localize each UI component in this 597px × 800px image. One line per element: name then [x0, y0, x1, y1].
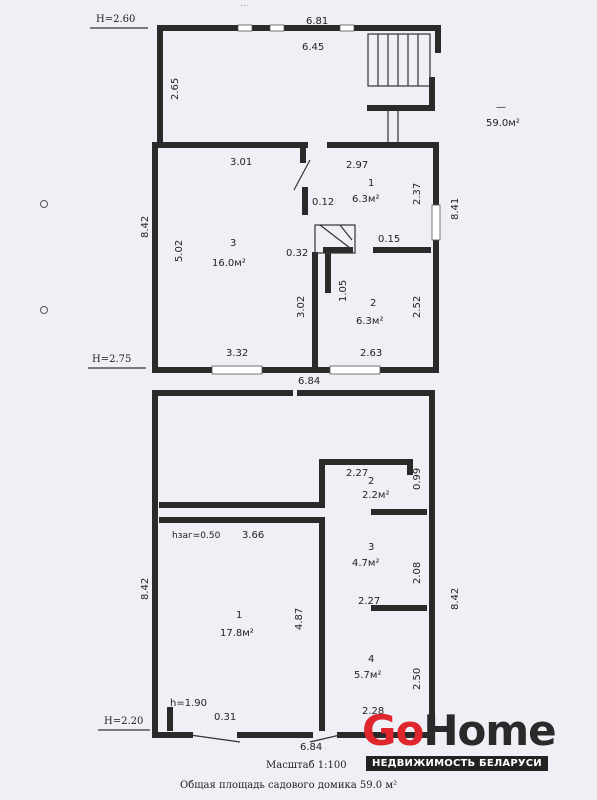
- terrace-walls: [157, 24, 441, 145]
- svg-text:6.3м²: 6.3м²: [356, 316, 383, 327]
- svg-text:2.27: 2.27: [358, 596, 380, 607]
- svg-text:16.0м²: 16.0м²: [212, 258, 246, 269]
- svg-text:8.42: 8.42: [450, 588, 461, 610]
- svg-text:2: 2: [368, 476, 374, 487]
- svg-text:2.37: 2.37: [412, 183, 423, 205]
- stair: [367, 33, 431, 87]
- svg-text:2.65: 2.65: [170, 78, 181, 100]
- svg-text:3.32: 3.32: [226, 348, 248, 359]
- svg-text:0.99: 0.99: [412, 468, 423, 490]
- svg-text:2.52: 2.52: [412, 296, 423, 318]
- svg-text:59.0м²: 59.0м²: [486, 118, 520, 129]
- svg-text:2.97: 2.97: [346, 160, 368, 171]
- svg-text:2.2м²: 2.2м²: [362, 490, 389, 501]
- svg-text:—: —: [496, 102, 506, 113]
- lower-dims: 8.42 8.42 hзаг=0.50 3.66 4.87 h=1.90 0.3…: [140, 468, 461, 753]
- svg-text:2.63: 2.63: [360, 348, 382, 359]
- lower-walls: [152, 390, 435, 743]
- svg-text:17.8м²: 17.8м²: [220, 628, 254, 639]
- height-marker-2: H=2.75: [88, 354, 146, 369]
- lower-rooms: 1 17.8м² 2 2.2м² 3 4.7м² 4 5.7м²: [220, 476, 389, 681]
- svg-text:8.41: 8.41: [450, 198, 461, 220]
- punch-hole: [40, 306, 48, 314]
- svg-text:1: 1: [236, 610, 242, 621]
- svg-text:4: 4: [368, 654, 374, 665]
- gohome-logo: GoHome НЕДВИЖИМОСТЬ БЕЛАРУСИ: [362, 708, 557, 774]
- svg-text:8.42: 8.42: [140, 216, 151, 238]
- svg-text:H=2.20: H=2.20: [104, 716, 143, 727]
- svg-text:4.87: 4.87: [294, 608, 305, 630]
- svg-text:3: 3: [368, 542, 374, 553]
- svg-text:2.08: 2.08: [412, 562, 423, 584]
- svg-text:h=1.90: h=1.90: [170, 698, 207, 709]
- scale-label: Масштаб 1:100: [266, 760, 347, 771]
- svg-text:2.27: 2.27: [346, 468, 368, 479]
- svg-text:3.01: 3.01: [230, 157, 252, 168]
- svg-text:5.7м²: 5.7м²: [354, 670, 381, 681]
- svg-text:0.32: 0.32: [286, 248, 308, 259]
- svg-text:6.84: 6.84: [298, 376, 320, 387]
- upper-dims: 6.81 6.45 2.65 8.42 8.41 3.01 5.02 3.32 …: [140, 16, 461, 387]
- svg-text:5.02: 5.02: [174, 240, 185, 262]
- inner-stair: [293, 159, 356, 254]
- summary-label: Общая площадь садового домика 59.0 м²: [180, 780, 397, 791]
- svg-text:6.84: 6.84: [300, 742, 322, 753]
- svg-text:0.31: 0.31: [214, 712, 236, 723]
- svg-text:0.12: 0.12: [312, 197, 334, 208]
- svg-text:2: 2: [370, 298, 376, 309]
- height-marker-3: H=2.20: [98, 716, 150, 731]
- svg-text:6.81: 6.81: [306, 16, 328, 27]
- logo-wordmark: GoHome: [362, 706, 557, 755]
- svg-text:1.05: 1.05: [338, 280, 349, 302]
- svg-text:6.45: 6.45: [302, 42, 324, 53]
- upper-rooms: 3 16.0м² 1 6.3м² 2 6.3м²: [212, 178, 383, 327]
- svg-text:8.42: 8.42: [140, 578, 151, 600]
- total-area-label: — 59.0м²: [486, 102, 520, 129]
- svg-text:3.02: 3.02: [296, 296, 307, 318]
- svg-text:2.50: 2.50: [412, 668, 423, 690]
- svg-text:0.15: 0.15: [378, 234, 400, 245]
- svg-text:2.28: 2.28: [362, 706, 384, 717]
- svg-text:3: 3: [230, 238, 236, 249]
- house-walls: [152, 142, 441, 375]
- punch-hole: [40, 200, 48, 208]
- svg-text:6.3м²: 6.3м²: [352, 194, 379, 205]
- svg-text:H=2.60: H=2.60: [96, 14, 135, 25]
- logo-subtitle: НЕДВИЖИМОСТЬ БЕЛАРУСИ: [366, 756, 548, 771]
- svg-text:1: 1: [368, 178, 374, 189]
- svg-text:4.7м²: 4.7м²: [352, 558, 379, 569]
- top-caption: ...: [240, 0, 249, 9]
- height-marker-1: H=2.60: [90, 14, 148, 29]
- svg-text:3.66: 3.66: [242, 530, 264, 541]
- svg-text:hзаг=0.50: hзаг=0.50: [172, 531, 221, 541]
- svg-text:H=2.75: H=2.75: [92, 354, 131, 365]
